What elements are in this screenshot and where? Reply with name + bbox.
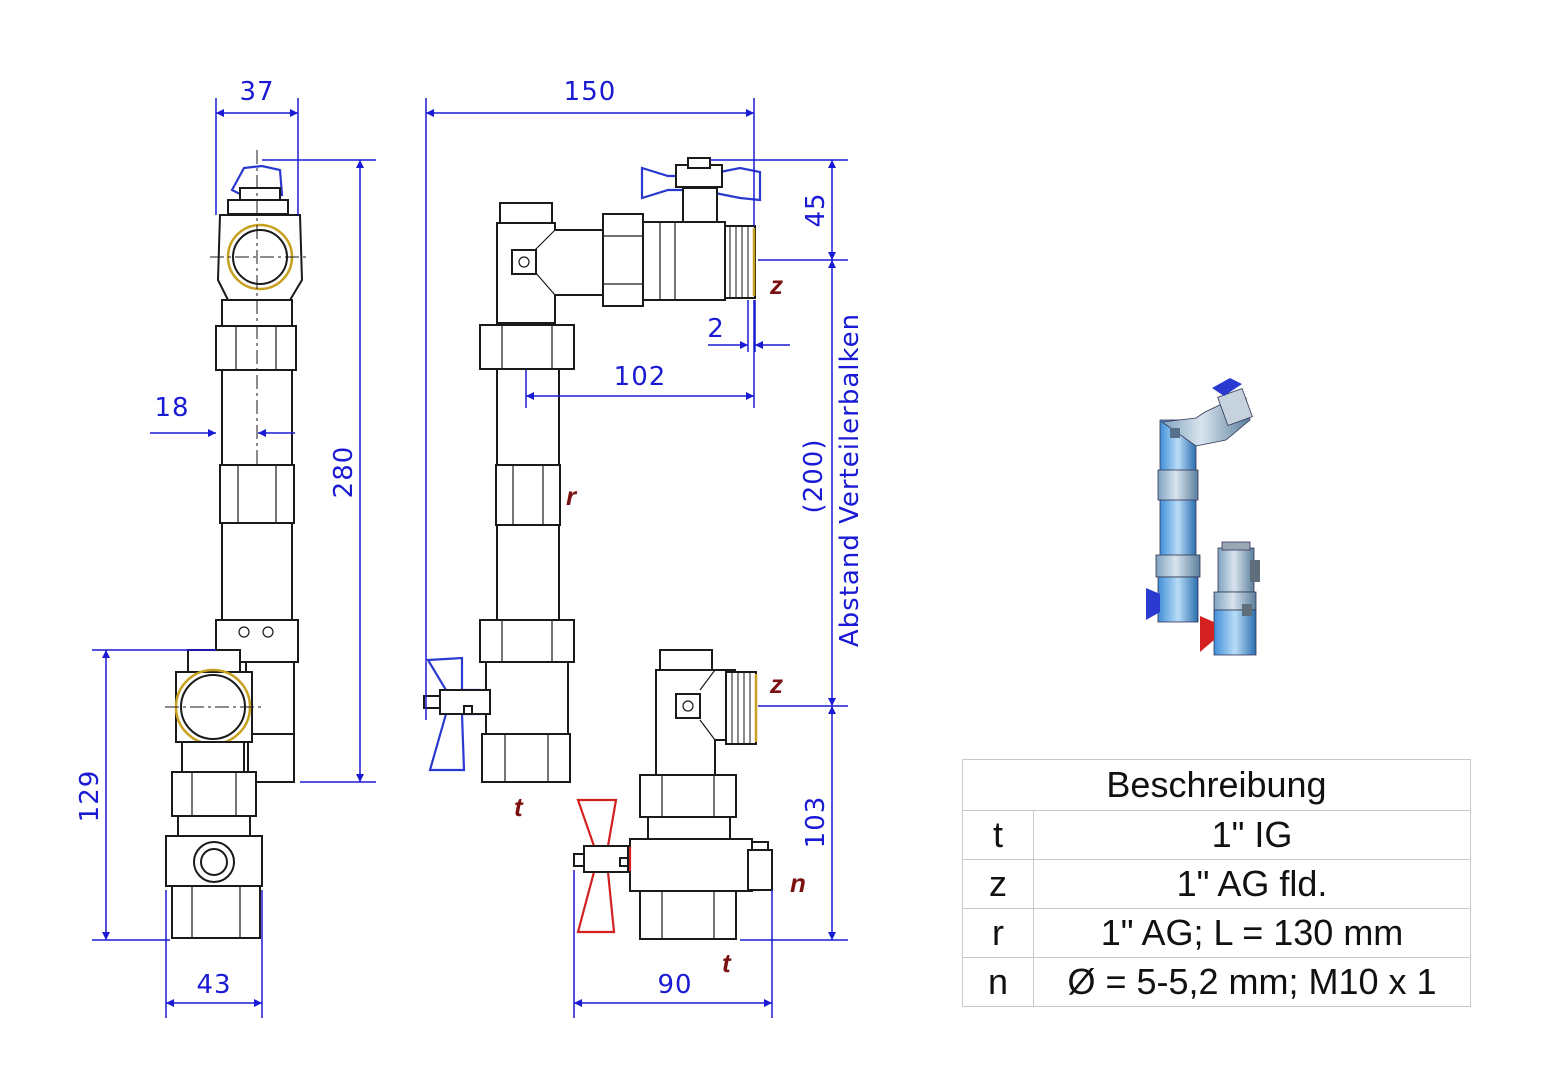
marker-n: n: [790, 868, 806, 898]
table-value: Ø = 5-5,2 mm; M10 x 1: [1033, 957, 1471, 1007]
dim-200: (200): [799, 439, 829, 514]
dim-37: 37: [239, 77, 274, 107]
marker-t-lower: t: [722, 948, 732, 978]
dimension-lines: [92, 98, 848, 1018]
table-key: t: [962, 810, 1034, 860]
dim-102: 102: [614, 362, 667, 392]
marker-z-top: z: [769, 270, 783, 300]
table-row: t 1" IG: [962, 810, 1471, 860]
dim-90: 90: [657, 970, 692, 1000]
product-3d-preview: [1146, 378, 1260, 656]
dim-43: 43: [196, 970, 231, 1000]
marker-z-lower: z: [769, 669, 783, 699]
table-key: z: [962, 859, 1034, 909]
description-table: Beschreibung t 1" IG z 1" AG fld. r 1" A…: [962, 759, 1471, 1007]
dim-2: 2: [707, 314, 725, 344]
dim-129: 129: [75, 770, 105, 823]
table-header: Beschreibung: [962, 759, 1471, 811]
table-value: 1" AG fld.: [1033, 859, 1471, 909]
dim-45: 45: [801, 192, 831, 227]
dim-280: 280: [329, 446, 359, 499]
table-row: n Ø = 5-5,2 mm; M10 x 1: [962, 957, 1471, 1007]
table-value: 1" AG; L = 130 mm: [1033, 908, 1471, 958]
front-view-lower: [573, 649, 773, 940]
dim-18: 18: [154, 393, 189, 423]
table-key: r: [962, 908, 1034, 958]
marker-r: r: [566, 481, 578, 511]
front-view-upper: [423, 157, 762, 783]
table-header-row: Beschreibung: [962, 759, 1471, 811]
table-row: r 1" AG; L = 130 mm: [962, 908, 1471, 958]
table-key: n: [962, 957, 1034, 1007]
dim-abstand-label: Abstand Verteilerbalken: [835, 313, 865, 647]
marker-t-middle: t: [514, 792, 524, 822]
side-view: [165, 150, 310, 939]
table-value: 1" IG: [1033, 810, 1471, 860]
table-row: z 1" AG fld.: [962, 859, 1471, 909]
dim-103: 103: [801, 796, 831, 849]
dim-150: 150: [564, 77, 617, 107]
